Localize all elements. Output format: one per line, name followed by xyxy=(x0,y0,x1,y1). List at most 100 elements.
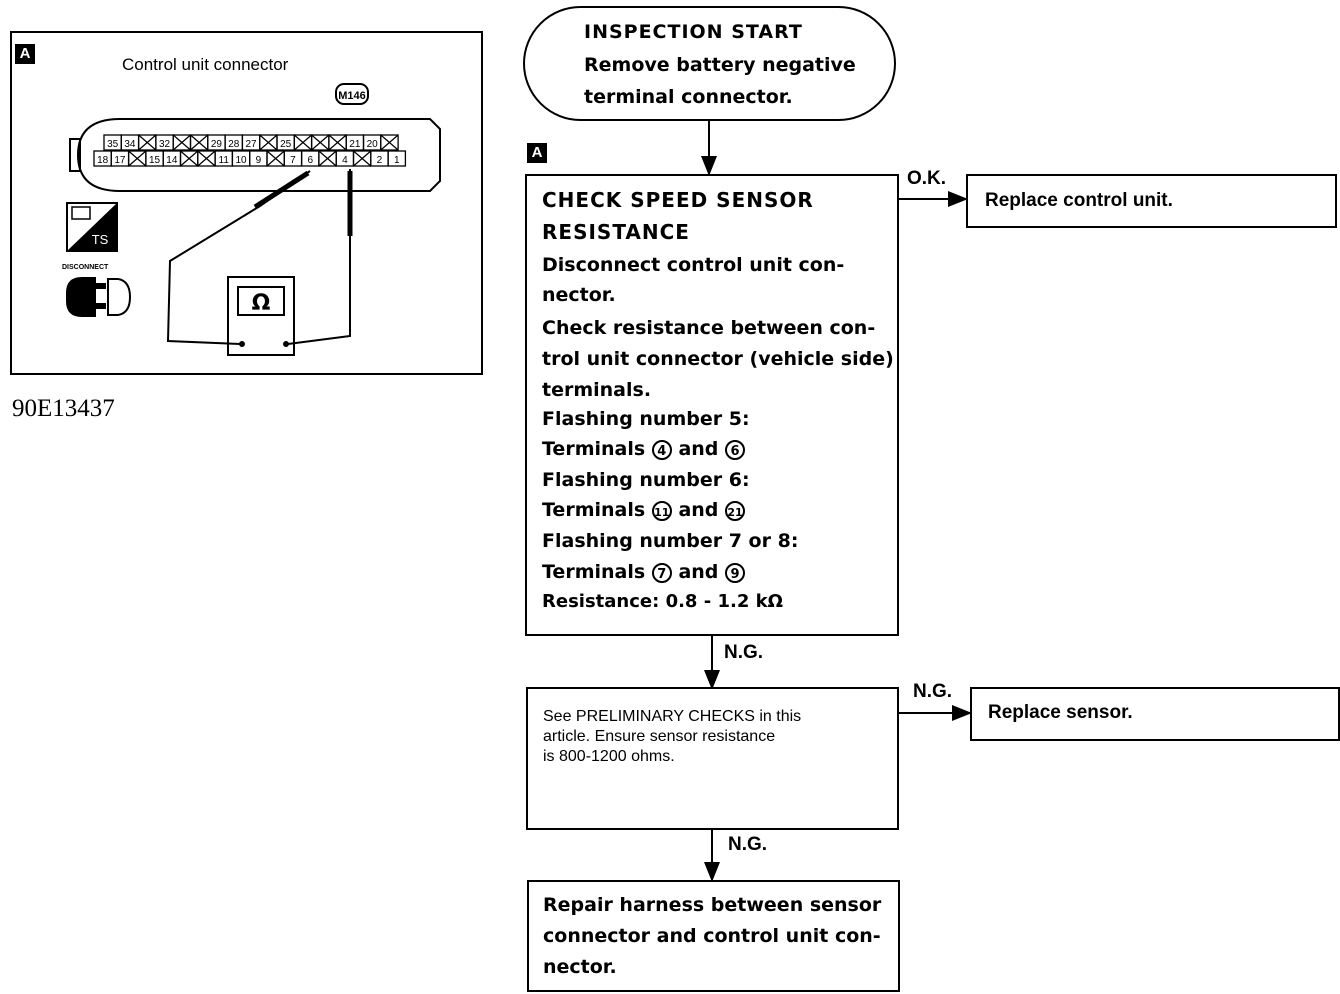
repair-l3: nector. xyxy=(543,956,617,978)
probe-tip-left xyxy=(253,170,310,210)
check-l12: Resistance: 0.8 - 1.2 kΩ xyxy=(542,591,783,612)
terminal-21-badge: 21 xyxy=(725,500,746,521)
prelim-node xyxy=(526,687,899,830)
pin-label-10: 10 xyxy=(235,155,247,166)
ohmmeter xyxy=(227,276,295,356)
check-l6: Flashing number 5: xyxy=(542,408,750,430)
check-l7-pre: Terminals xyxy=(542,438,646,460)
ohmmeter-terminal-left xyxy=(239,341,245,347)
pin-blank-cross xyxy=(190,134,209,151)
pin-blank-cross xyxy=(138,134,157,151)
pin-blank-cross xyxy=(180,150,199,167)
replace-sensor-node xyxy=(970,687,1340,741)
pin-label-20: 20 xyxy=(367,139,379,150)
pin-blank-cross xyxy=(311,134,330,151)
check-l11: Terminals 7 and 9 xyxy=(542,557,746,587)
pin-label-6: 6 xyxy=(307,155,313,166)
step-tag: A xyxy=(527,143,547,163)
check-node xyxy=(525,174,899,636)
pin-1 xyxy=(387,150,407,167)
pin-blank-cross xyxy=(266,150,285,167)
repair-l1: Repair harness between sensor xyxy=(543,894,882,916)
pin-blank-cross xyxy=(380,134,399,151)
check-l7-mid: and xyxy=(678,438,719,460)
pin-blank-cross xyxy=(172,134,191,151)
ohmmeter-display xyxy=(237,286,285,316)
check-l11-pre: Terminals xyxy=(542,561,646,583)
pin-blank-cross xyxy=(293,134,312,151)
pin-label-28: 28 xyxy=(228,139,240,150)
pin-label-27: 27 xyxy=(245,139,257,150)
pin-label-11: 11 xyxy=(219,155,230,166)
ignition-off-icon: TS xyxy=(66,202,118,252)
check-l2: nector. xyxy=(542,284,616,306)
start-line2: terminal connector. xyxy=(584,86,793,108)
pin-label-17: 17 xyxy=(114,155,126,166)
disconnect-plug-icon xyxy=(66,277,132,317)
pin-label-7: 7 xyxy=(290,155,296,166)
pin-label-9: 9 xyxy=(256,155,262,166)
pin-blank-cross xyxy=(353,150,372,167)
pin-label-18: 18 xyxy=(97,155,109,166)
terminal-11-badge: 11 xyxy=(651,500,672,521)
repair-l2: connector and control unit con- xyxy=(543,925,881,947)
prelim-l2: article. Ensure sensor resistance xyxy=(543,728,776,745)
check-l4: trol unit connector (vehicle side) xyxy=(542,348,894,370)
start-node xyxy=(523,6,896,121)
connector-code: M146 xyxy=(338,90,366,102)
connector-code-badge xyxy=(335,83,369,105)
pin-label-14: 14 xyxy=(166,155,178,166)
ng-label-2: N.G. xyxy=(913,681,953,702)
ng-label-3: N.G. xyxy=(728,834,768,855)
panel-title: Control unit connector xyxy=(122,55,289,74)
svg-text:TS: TS xyxy=(92,232,109,247)
disconnect-label: DISCONNECT xyxy=(62,264,109,271)
check-l10: Flashing number 7 or 8: xyxy=(542,530,799,552)
pin-label-25: 25 xyxy=(280,139,292,150)
terminal-6-badge: 6 xyxy=(725,439,746,460)
replace-control-unit-node xyxy=(966,174,1337,228)
check-l5: terminals. xyxy=(542,379,652,401)
pin-blank-cross xyxy=(259,134,278,151)
check-l8: Flashing number 6: xyxy=(542,469,750,491)
pin-label-35: 35 xyxy=(107,139,119,150)
pin-blank-cross xyxy=(197,150,216,167)
replace-control-unit-text: Replace control unit. xyxy=(985,190,1173,211)
start-line1: Remove battery negative xyxy=(584,54,856,76)
check-l9-mid: and xyxy=(678,499,719,521)
prelim-l1: See PRELIMINARY CHECKS in this xyxy=(543,708,802,725)
check-l7: Terminals 4 and 6 xyxy=(542,434,746,464)
check-l1: Disconnect control unit con- xyxy=(542,254,845,276)
panel-tag: A xyxy=(15,44,35,64)
pin-label-2: 2 xyxy=(377,155,383,166)
pin-label-32: 32 xyxy=(159,139,171,150)
pin-label-4: 4 xyxy=(342,155,348,166)
prelim-l3: is 800-1200 ohms. xyxy=(543,748,675,765)
terminal-7-badge: 7 xyxy=(651,562,672,583)
pin-label-1: 1 xyxy=(394,155,400,166)
pin-blank-cross xyxy=(128,150,147,167)
ohmmeter-terminal-right xyxy=(283,341,289,347)
ng-label-1: N.G. xyxy=(724,642,764,663)
pin-label-29: 29 xyxy=(211,139,223,150)
figure-id: 90E13437 xyxy=(12,395,115,422)
ohm-symbol: Ω xyxy=(252,291,271,316)
start-title: INSPECTION START xyxy=(584,21,803,43)
ok-label: O.K. xyxy=(907,168,947,189)
check-l9: Terminals 11 and 21 xyxy=(542,495,746,525)
pin-blank-cross xyxy=(328,134,347,151)
pin-empty xyxy=(380,134,399,151)
pin-label-15: 15 xyxy=(149,155,161,166)
check-l3: Check resistance between con- xyxy=(542,317,876,339)
terminal-4-badge: 4 xyxy=(651,439,672,460)
repair-node xyxy=(527,880,900,992)
check-title2: RESISTANCE xyxy=(542,220,690,244)
check-l9-pre: Terminals xyxy=(542,499,646,521)
pin-label-34: 34 xyxy=(124,139,136,150)
connector-latch xyxy=(69,138,81,172)
check-title1: CHECK SPEED SENSOR xyxy=(542,188,814,212)
